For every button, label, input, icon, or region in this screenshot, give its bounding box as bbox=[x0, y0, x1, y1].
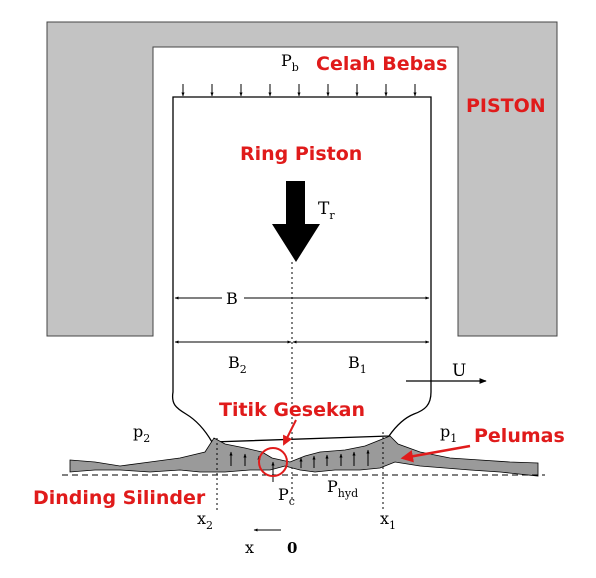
piston-body bbox=[46, 21, 558, 337]
p2-symbol: p2 bbox=[133, 422, 150, 445]
pelumas-pointer bbox=[400, 444, 471, 463]
ring-force-arrow bbox=[272, 181, 320, 262]
pc-symbol: Pc bbox=[278, 485, 295, 508]
friction-point-circle bbox=[258, 447, 288, 477]
b1-symbol: B1 bbox=[348, 353, 367, 376]
celah-bebas-label: Celah Bebas bbox=[316, 53, 447, 75]
p1-symbol: p1 bbox=[440, 422, 457, 445]
lubricant-film bbox=[69, 435, 539, 477]
piston-label: PISTON bbox=[466, 95, 546, 117]
ring-piston-label: Ring Piston bbox=[240, 143, 362, 165]
dinding-silinder-label: Dinding Silinder bbox=[33, 487, 206, 509]
pb-symbol: Pb bbox=[281, 51, 299, 74]
b2-symbol: B2 bbox=[228, 353, 247, 376]
gas-pressure-arrows bbox=[181, 84, 417, 97]
x2-symbol: x2 bbox=[197, 509, 213, 532]
titik-gesekan-label: Titik Gesekan bbox=[219, 399, 365, 421]
pelumas-label: Pelumas bbox=[474, 425, 565, 447]
x1-symbol: x1 bbox=[380, 509, 396, 532]
hydro-pressure-arrows bbox=[229, 449, 370, 468]
x-axis-symbol: x bbox=[245, 538, 254, 557]
b-symbol: B bbox=[226, 289, 238, 308]
origin-zero: 0 bbox=[287, 539, 297, 557]
u-symbol: U bbox=[452, 361, 466, 381]
friction-point-pointer bbox=[283, 419, 297, 446]
phyd-symbol: Phyd bbox=[327, 477, 358, 500]
tr-symbol: Tr bbox=[318, 199, 335, 222]
